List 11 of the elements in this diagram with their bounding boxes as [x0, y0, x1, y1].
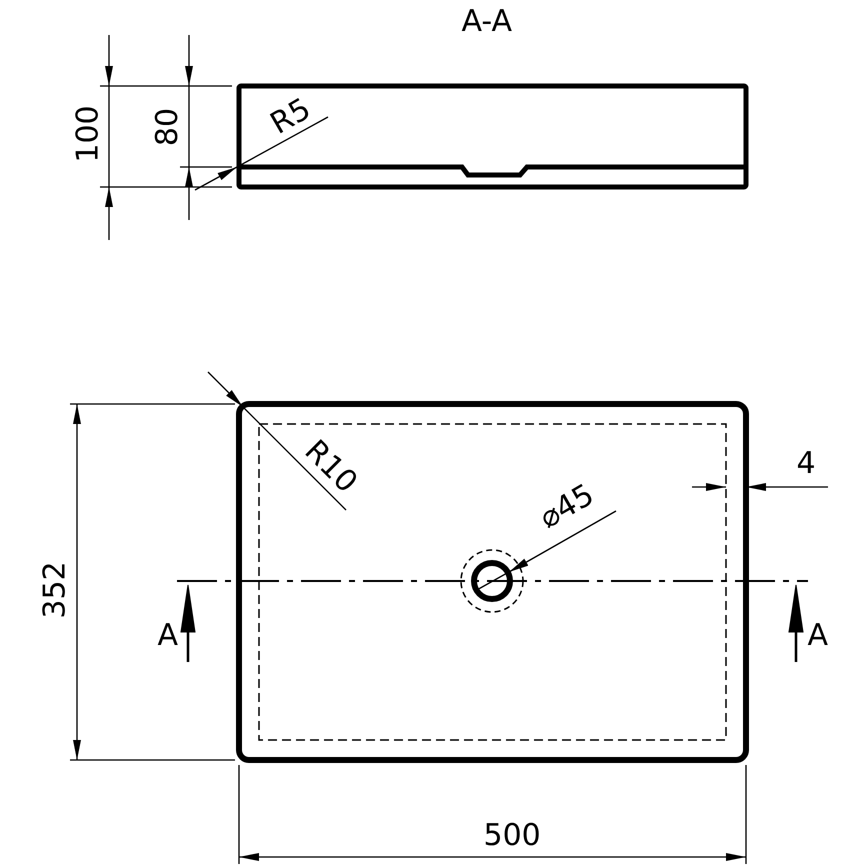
dimension-text: 4 [796, 449, 816, 479]
dimension-text: 100 [73, 105, 104, 163]
dimension-text: R10 [298, 436, 362, 498]
dimension-text: ⌀45 [535, 480, 599, 534]
dimension-text: R5 [266, 94, 316, 140]
dimension-text: 352 [40, 561, 70, 619]
dimension-text: 80 [153, 108, 184, 146]
dimension-text: 500 [484, 821, 541, 851]
section-letter: A [158, 621, 178, 651]
section-letter: A [808, 621, 828, 651]
section-title: A-A [462, 7, 512, 37]
